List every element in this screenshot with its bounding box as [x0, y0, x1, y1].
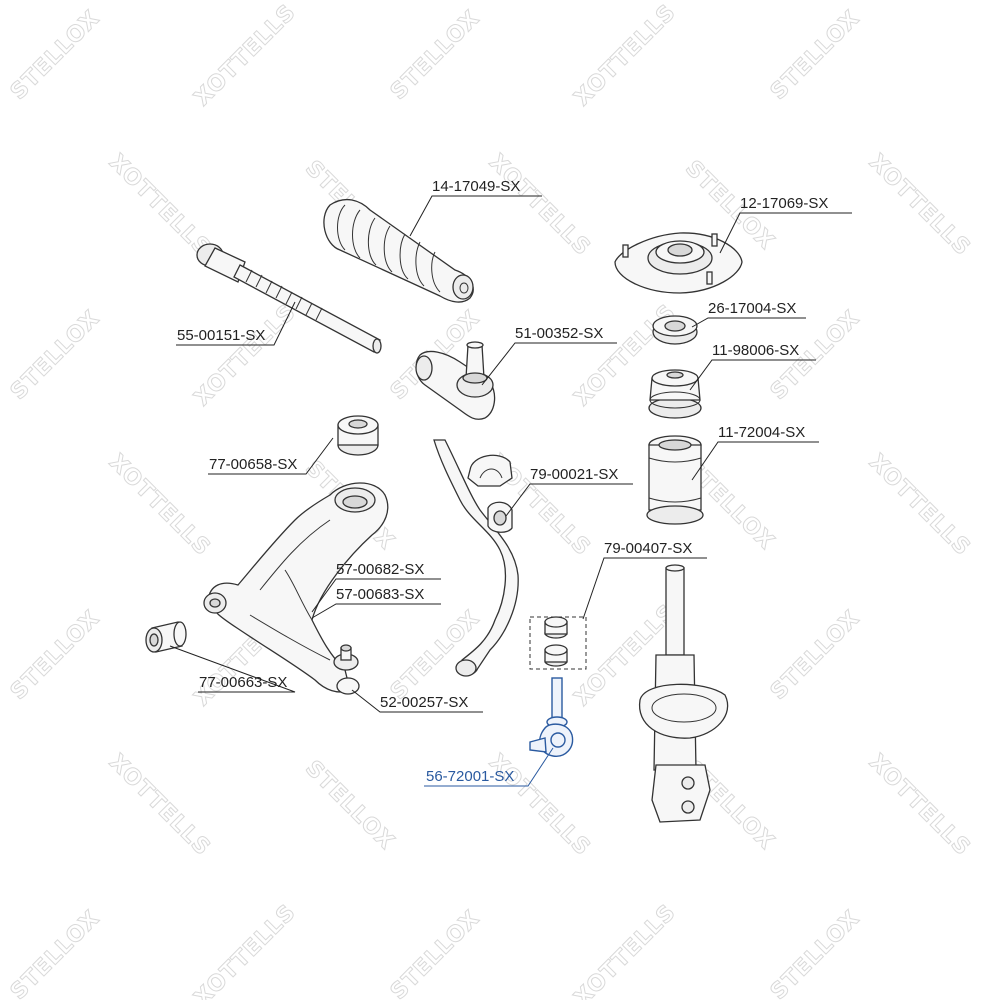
watermark-text: XOTTELLS	[570, 900, 681, 1000]
label-part-p10[interactable]: 79-00407-SX	[604, 540, 692, 557]
watermark-text: STELLOX	[766, 6, 865, 105]
watermark-text: XOTTELLS	[864, 750, 975, 861]
watermark-text: XOTTELLS	[104, 450, 215, 561]
leader-12-17069	[719, 212, 852, 254]
watermark-text: XOTTELLS	[484, 150, 595, 261]
label-part-p11[interactable]: 57-00682-SX	[336, 561, 424, 578]
leader-57-00683	[311, 603, 441, 619]
label-part-p7[interactable]: 11-72004-SX	[718, 424, 805, 441]
label-part-p1[interactable]: 14-17049-SX	[432, 178, 520, 195]
watermark-text: STELLOX	[300, 756, 399, 855]
watermark-text: XOTTELLS	[864, 450, 975, 561]
shock-absorber	[638, 564, 729, 823]
steering-rack-boot	[323, 198, 474, 303]
label-part-p9[interactable]: 79-00021-SX	[530, 466, 618, 483]
watermark-text: STELLOX	[386, 6, 485, 105]
leader-56-72001	[424, 747, 554, 787]
stabilizer-link	[529, 677, 574, 757]
label-part-p6[interactable]: 11-98006-SX	[712, 342, 799, 359]
inner-tie-rod	[196, 243, 382, 354]
label-part-p15[interactable]: 56-72001-SX	[426, 768, 514, 785]
label-part-p13[interactable]: 77-00663-SX	[199, 674, 287, 691]
leader-26-17004	[691, 317, 806, 328]
strut-bearing	[652, 315, 698, 345]
watermark-text: STELLOX	[6, 6, 105, 105]
label-part-p5[interactable]: 51-00352-SX	[515, 325, 603, 342]
leader-57-00682	[311, 578, 441, 613]
leader-79-00407	[582, 557, 707, 620]
watermark-text: STELLOX	[766, 606, 865, 705]
label-part-p8[interactable]: 77-00658-SX	[209, 456, 297, 473]
watermark-text: XOTTELLS	[104, 750, 215, 861]
label-part-p2[interactable]: 12-17069-SX	[740, 195, 828, 212]
watermark-text: XOTTELLS	[190, 300, 301, 411]
watermark-text: XOTTELLS	[484, 750, 595, 861]
lower-control-arm	[203, 482, 389, 693]
watermark-text: STELLOX	[386, 906, 485, 1000]
watermark-layer: STELLOX XOTTELLS STELLOX XOTTELLS STELLOX XOT…	[5, 0, 975, 1000]
watermark-text: STELLOX	[6, 606, 105, 705]
control-arm-rear-bushing	[337, 415, 379, 456]
watermark-text: STELLOX	[766, 906, 865, 1000]
stabilizer-bushing	[467, 454, 513, 533]
leader-77-00658	[208, 437, 334, 475]
label-part-p12[interactable]: 57-00683-SX	[336, 586, 424, 603]
leader-55-00151	[176, 301, 296, 346]
leader-52-00257	[351, 689, 483, 713]
watermark-text: STELLOX	[6, 306, 105, 405]
leader-79-00021	[505, 483, 633, 517]
leader-14-17049	[409, 195, 542, 237]
part-labels: 14-17049-SX 12-17069-SX 26-17004-SX 55-0…	[177, 178, 828, 785]
bump-stop	[648, 369, 702, 419]
watermark-text: STELLOX	[6, 906, 105, 1000]
leader-lines	[169, 195, 852, 787]
label-part-p4[interactable]: 55-00151-SX	[177, 327, 265, 344]
leader-11-98006	[689, 359, 816, 391]
watermark-text: XOTTELLS	[190, 0, 301, 111]
watermark-text: XOTTELLS	[104, 150, 215, 261]
strut-top-mount	[614, 232, 743, 294]
leader-11-72004	[691, 441, 819, 481]
link-bushing-kit	[529, 616, 587, 670]
leader-51-00352	[481, 342, 617, 386]
control-arm-front-bushing	[145, 621, 187, 653]
label-part-p14[interactable]: 52-00257-SX	[380, 694, 468, 711]
label-part-p3[interactable]: 26-17004-SX	[708, 300, 796, 317]
shock-dust-boot	[646, 435, 704, 525]
ball-joint	[333, 644, 360, 695]
watermark-text: XOTTELLS	[570, 0, 681, 111]
watermark-text: XOTTELLS	[864, 150, 975, 261]
leader-77-00663	[169, 645, 296, 693]
watermark-text: XOTTELLS	[190, 900, 301, 1000]
tie-rod-end	[415, 341, 496, 420]
